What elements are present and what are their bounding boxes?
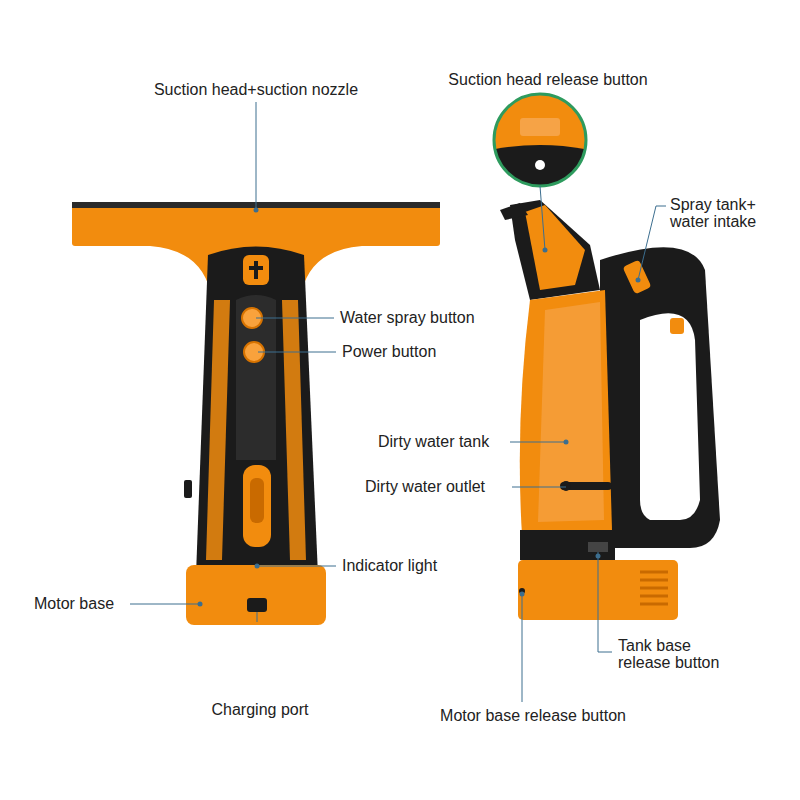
inset-detail [490,90,590,190]
leader-lines [130,102,666,702]
dirty-water-tank [520,290,612,535]
part-label: Suction head release button [448,71,647,88]
part-label: Indicator light [342,557,437,574]
center-stripe [236,295,276,460]
body-trim [206,300,230,560]
head-button [243,255,269,285]
part-label: Motor base release button [440,707,626,724]
part-label: Dirty water tank [378,433,489,450]
body-trim [282,300,306,560]
motor-base [186,565,326,625]
body [196,247,318,576]
head-shell [525,205,585,290]
front-view [72,202,440,625]
tank-release-button [588,542,608,552]
nozzle-tip [500,203,528,220]
spray-tank [623,260,652,295]
part-label: Water spray button [340,309,475,326]
part-label: Suction head+suction nozzle [154,81,358,98]
handle [600,247,720,548]
squeegee-bar [72,202,440,246]
part-label: Power button [342,343,436,360]
part-label: Tank base release button [618,637,740,671]
dirty-water-outlet [560,482,612,490]
part-label: Spray tank+ water intake [670,196,782,230]
handle-hole [640,313,700,520]
part-label: Motor base [34,595,114,612]
charging-port [247,598,267,612]
part-label: Dirty water outlet [365,478,485,495]
part-label: Charging port [212,701,309,718]
side-view [500,200,720,620]
indicator-slot [243,465,271,547]
